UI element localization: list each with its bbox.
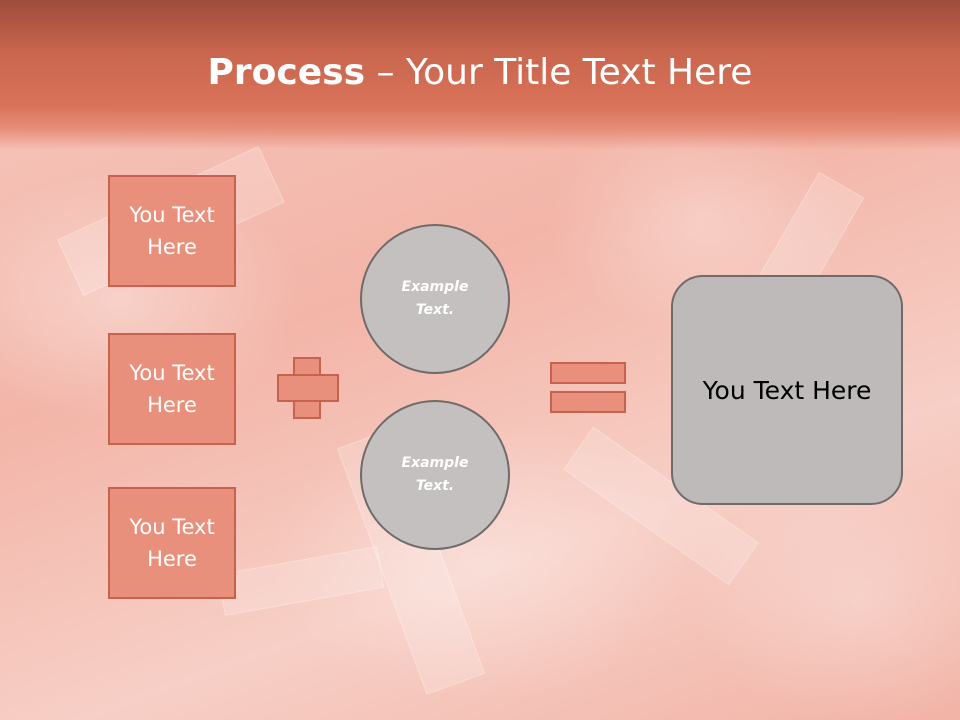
equals-icon-top — [550, 362, 626, 384]
slide-title: Process – Your Title Text Here — [0, 52, 960, 93]
circle-line: Example — [401, 279, 469, 295]
text-box-line: You Text — [129, 361, 215, 385]
text-box-line: Here — [147, 235, 197, 259]
text-box-line: You Text — [129, 515, 215, 539]
title-bold: Process — [207, 52, 366, 93]
result-box[interactable]: You Text Here — [671, 275, 903, 505]
circle-line: Text. — [415, 478, 455, 494]
text-box-line: You Text — [129, 203, 215, 227]
circle-line: Example — [401, 455, 469, 471]
crystal-shape — [217, 546, 385, 616]
circle-line: Text. — [415, 302, 455, 318]
text-box-line: Here — [147, 393, 197, 417]
equals-icon-bottom — [550, 391, 626, 413]
plus-icon-center — [295, 376, 319, 400]
title-bar — [0, 0, 960, 150]
result-label: You Text Here — [702, 375, 872, 405]
title-rest: – Your Title Text Here — [365, 52, 753, 93]
text-box-line: Here — [147, 547, 197, 571]
